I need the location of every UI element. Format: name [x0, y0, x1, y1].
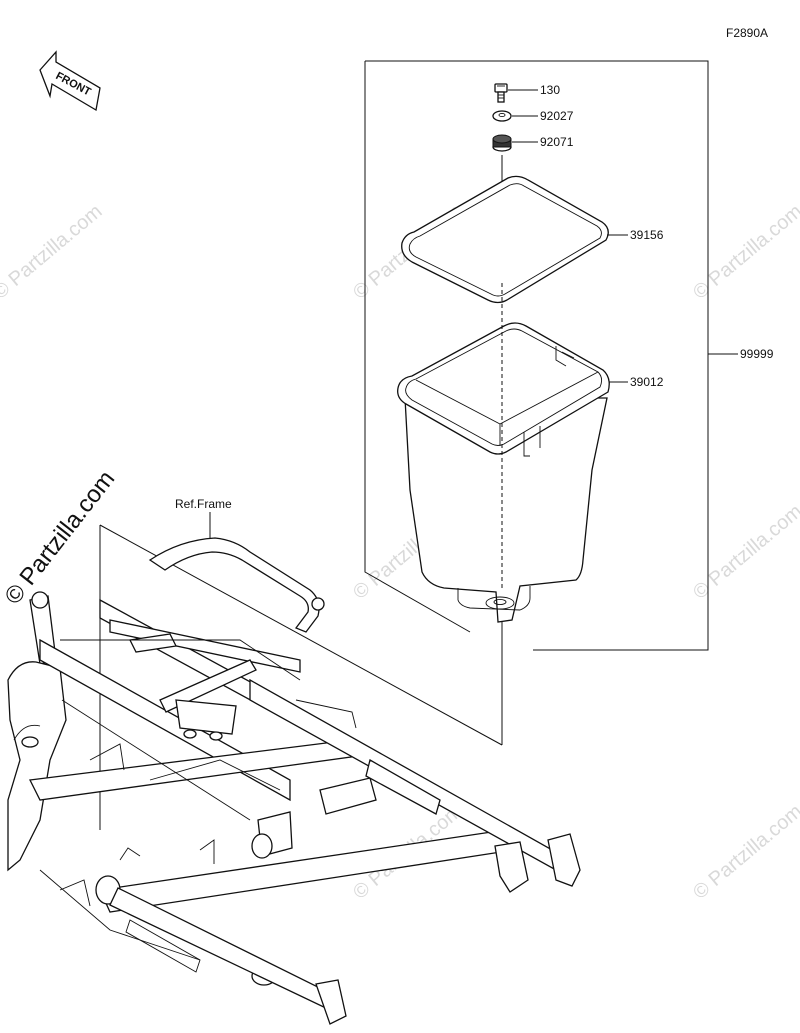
watermark: © Partzilla.com — [689, 500, 800, 603]
washer-92027 — [492, 110, 512, 122]
watermark: © Partzilla.com — [689, 200, 800, 303]
front-arrow: FRONT — [39, 50, 101, 112]
storage-box-39012 — [397, 322, 610, 623]
seal-39156 — [401, 175, 609, 304]
watermark: © Partzilla.com — [689, 800, 800, 903]
assembly-bracket-left — [364, 61, 471, 633]
part-number-99999: 99999 — [740, 347, 774, 361]
part-number-39156: 39156 — [630, 228, 664, 242]
grommet-92071 — [492, 134, 512, 152]
watermark: © Partzilla.com — [0, 200, 106, 303]
part-number-39012: 39012 — [630, 375, 664, 389]
part-number-92071: 92071 — [540, 135, 574, 149]
figure-code: F2890A — [726, 26, 768, 40]
vehicle-frame — [7, 537, 581, 1025]
assembly-bracket — [365, 60, 709, 651]
watermark: © Partzilla.com — [0, 466, 120, 610]
watermark-layer: © Partzilla.com © Partzilla.com © Partzi… — [0, 200, 800, 903]
ref-frame-label: Ref.Frame — [175, 497, 232, 511]
part-number-92027: 92027 — [540, 109, 574, 123]
part-number-130: 130 — [540, 83, 560, 97]
bolt-130 — [494, 83, 508, 103]
